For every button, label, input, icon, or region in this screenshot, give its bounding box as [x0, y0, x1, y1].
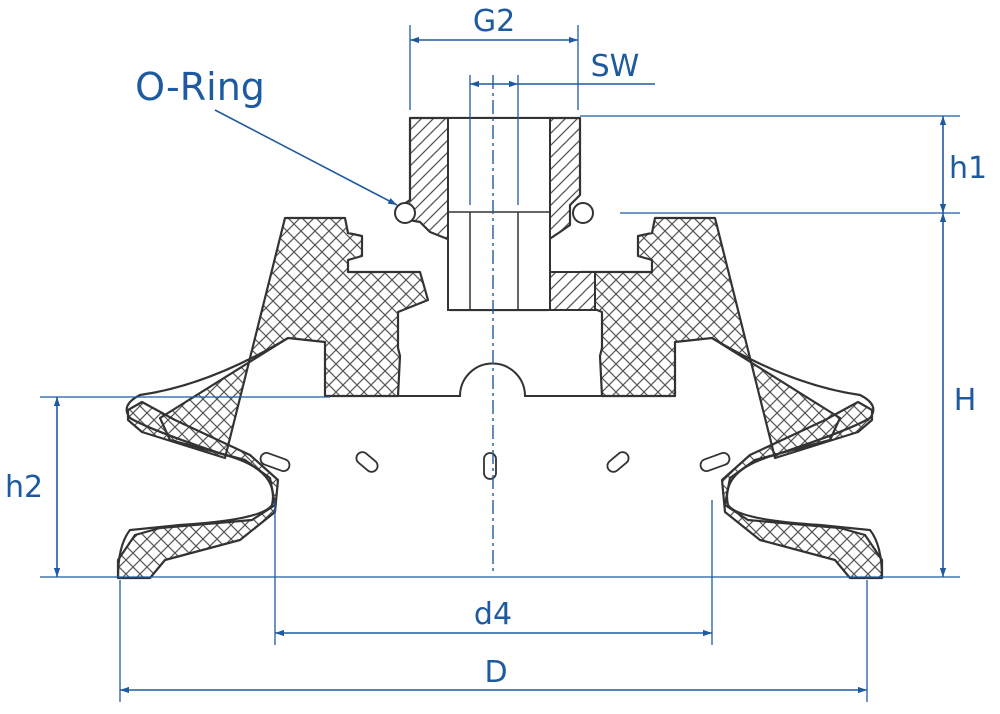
dimension-sw: SW [469, 49, 655, 205]
o-ring-callout: O-Ring [135, 65, 398, 206]
dimension-h1: h1 [580, 115, 987, 214]
H-label: H [954, 383, 977, 418]
fitting-bore [448, 211, 550, 310]
stud-slots [259, 451, 731, 480]
dimension-D: D [119, 580, 868, 702]
o-ring-left [394, 202, 416, 224]
dimension-h2: h2 [5, 396, 330, 577]
h2-label: h2 [5, 470, 43, 505]
d4-label: d4 [474, 597, 512, 632]
D-label: D [484, 655, 507, 690]
bellows-body-right [570, 216, 884, 580]
o-ring-right [572, 202, 594, 224]
dimension-d4: d4 [274, 500, 713, 645]
bellows-outline [116, 337, 884, 579]
threaded-fitting [396, 116, 596, 312]
dimension-H: H [939, 213, 977, 577]
h1-label: h1 [949, 151, 987, 186]
g2-label: G2 [473, 4, 515, 39]
bellows-body-left [116, 216, 430, 580]
sw-label: SW [591, 49, 640, 84]
dimension-g2: G2 [409, 4, 579, 110]
o-ring-label: O-Ring [135, 65, 265, 109]
